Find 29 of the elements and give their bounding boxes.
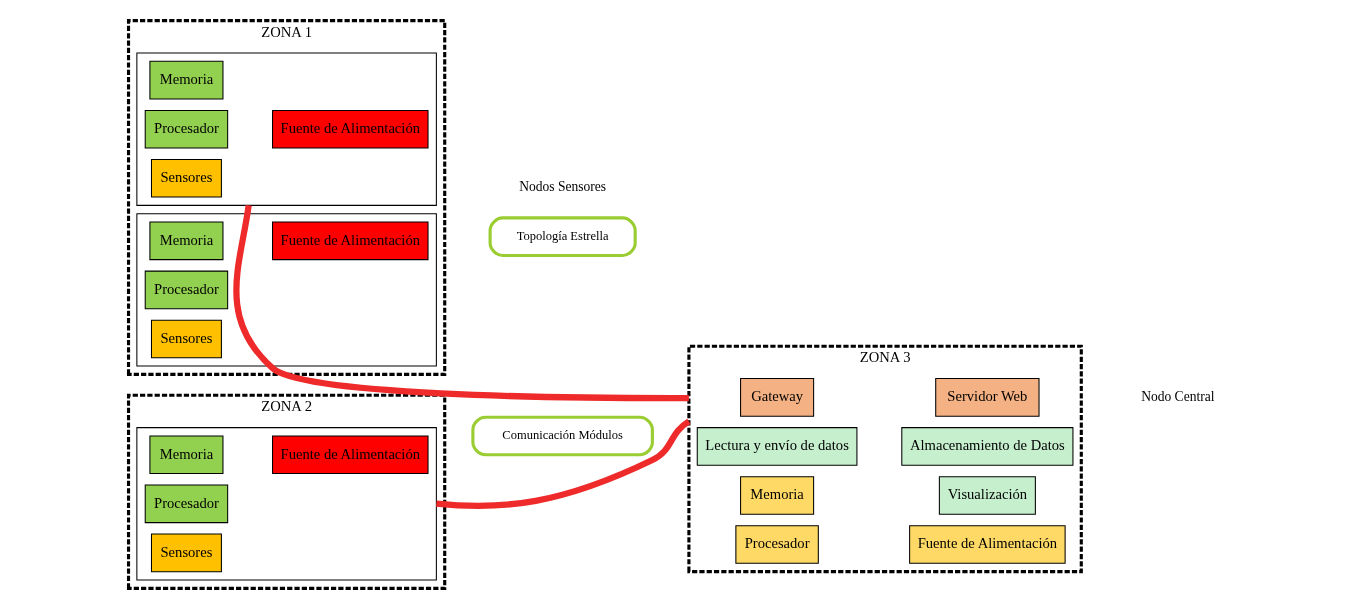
node-box: Visualización — [938, 476, 1036, 515]
node-box: Lectura y envío de datos — [696, 427, 857, 466]
connector — [232, 204, 689, 402]
node-box: Sensores — [150, 319, 222, 359]
node-box: Procesador — [734, 525, 819, 564]
node-box: Almacenamiento de Datos — [900, 427, 1073, 466]
connector — [435, 418, 691, 509]
node-box: Comunicación Módulos — [470, 415, 654, 457]
label: Nodos Sensores — [518, 179, 606, 195]
node-box: Sensores — [150, 533, 222, 573]
node-box: Fuente de Alimentación — [908, 525, 1066, 564]
node-box: Procesador — [144, 270, 228, 310]
node-box: Fuente de Alimentación — [271, 221, 429, 261]
node-box: Procesador — [144, 484, 228, 524]
cluster — [135, 427, 437, 581]
node-box: Fuente de Alimentación — [271, 435, 429, 475]
node-box: Memoria — [739, 476, 814, 515]
cluster — [135, 52, 437, 206]
node-box: Sensores — [150, 158, 222, 198]
node-box: Memoria — [148, 435, 223, 475]
node-box: Fuente de Alimentación — [271, 109, 429, 149]
node-box: Topología Estrella — [488, 216, 637, 257]
node-box: Memoria — [148, 221, 223, 261]
cluster — [135, 213, 437, 367]
node-box: Procesador — [144, 109, 228, 149]
node-box: Memoria — [148, 60, 223, 100]
node-box: Gateway — [739, 378, 814, 417]
node-box: Servidor Web — [934, 378, 1040, 417]
label: Nodo Central — [1140, 388, 1215, 404]
